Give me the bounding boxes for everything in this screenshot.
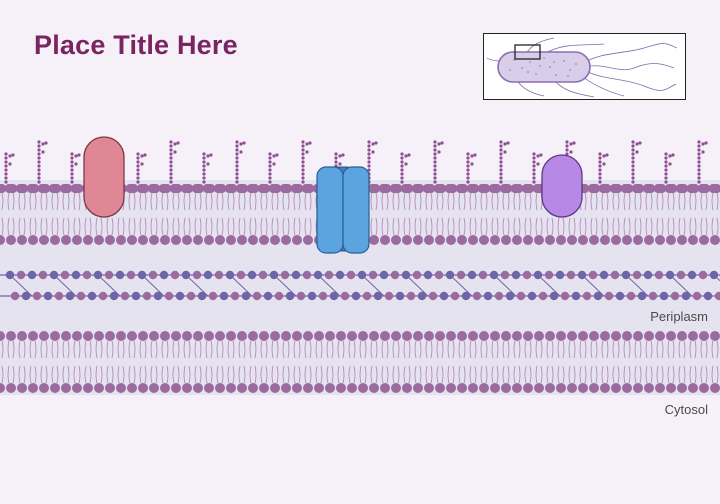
blue-channel-protein [316, 166, 370, 254]
bacterium-icon [486, 37, 678, 98]
page-title: Place Title Here [34, 30, 238, 60]
zoom-box [514, 44, 541, 60]
cytosol-region [0, 395, 720, 504]
inner-membrane [0, 331, 720, 393]
cytosol-label: Cytosol [664, 402, 708, 417]
bacterium-inset [483, 33, 686, 100]
lps-layer [4, 140, 708, 184]
peptidoglycan-layer [0, 270, 720, 301]
periplasm-label: Periplasm [650, 309, 708, 324]
purple-membrane-protein [541, 154, 583, 218]
red-membrane-protein [83, 136, 125, 218]
